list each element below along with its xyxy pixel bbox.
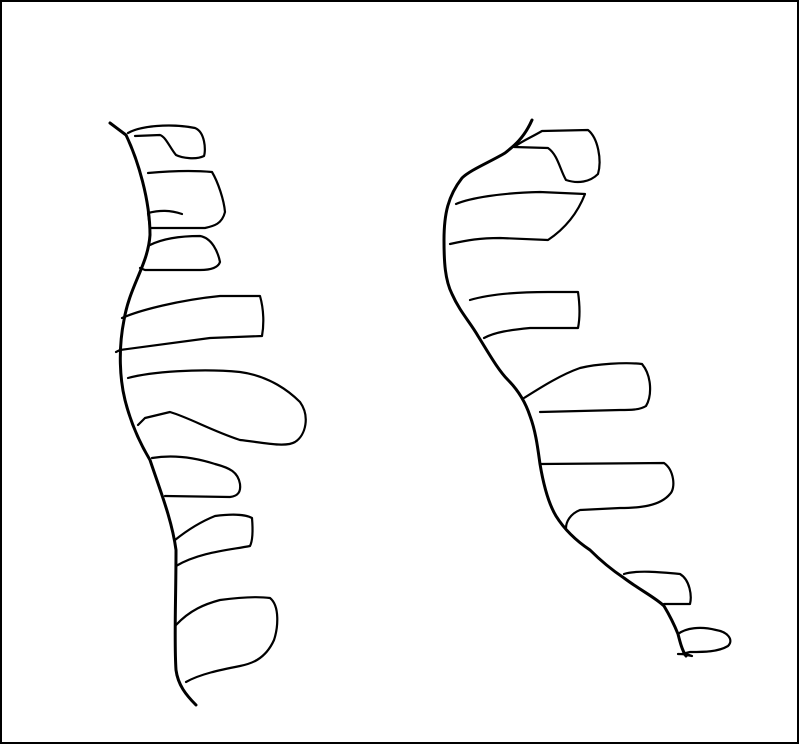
right-figure bbox=[444, 120, 730, 656]
left-lobe-6 bbox=[152, 456, 240, 497]
left-lobe-5 bbox=[128, 370, 306, 444]
left-figure bbox=[110, 123, 306, 705]
right-lobe-7 bbox=[678, 628, 730, 656]
left-lobe-4 bbox=[116, 296, 263, 352]
left-lobe-2 bbox=[148, 171, 225, 228]
left-lobe-8 bbox=[176, 597, 277, 682]
left-lobe-7 bbox=[175, 515, 253, 566]
right-lobe-4 bbox=[524, 363, 650, 412]
right-lobe-5 bbox=[540, 463, 673, 528]
left-lobe-1 bbox=[128, 126, 205, 159]
right-lobe-2 bbox=[450, 192, 585, 244]
right-lobe-1 bbox=[514, 130, 600, 182]
left-lobe-3 bbox=[140, 236, 220, 270]
right-lobe-3 bbox=[470, 292, 580, 338]
